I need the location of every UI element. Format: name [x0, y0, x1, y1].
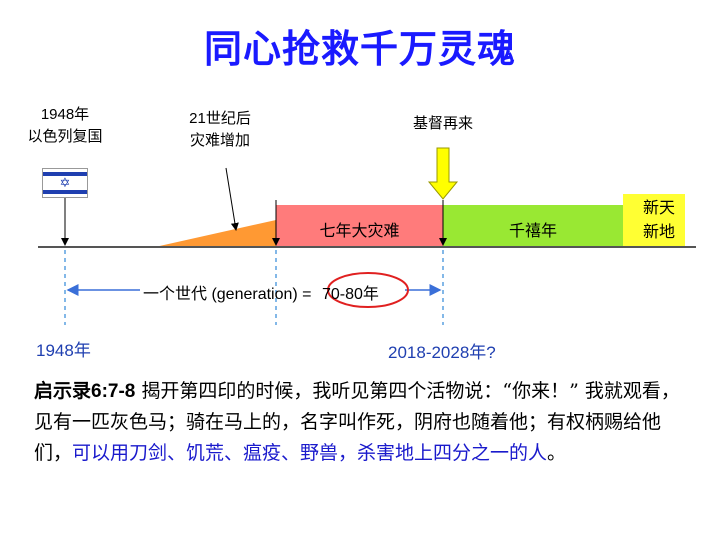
page-title: 同心抢救千万灵魂 — [203, 29, 516, 71]
second-coming-label: 基督再来 — [412, 115, 473, 132]
start-year-label: 1948年 — [36, 341, 91, 360]
scripture-reference: 启示录6:7-8 — [34, 381, 136, 402]
disaster-year: 21世纪后 — [189, 110, 251, 127]
scripture-passage: 启示录6:7-8 揭开第四印的时候，我听见第四个活物说：“你来！” 我就观看，见… — [34, 376, 694, 469]
disaster-ramp — [155, 220, 276, 247]
israel-flag: ✡ — [42, 168, 88, 198]
israel-label: 1948年 以色列复国 — [15, 104, 115, 148]
millennium-label: 千禧年 — [508, 223, 557, 240]
generation-years: 70-80年 — [321, 286, 379, 303]
disaster-label: 21世纪后 灾难增加 — [170, 108, 270, 152]
second-coming-arrow — [427, 147, 459, 200]
israel-year: 1948年 — [40, 106, 90, 123]
generation-years-circle — [327, 272, 409, 308]
new-heaven-earth-label: 新天 新地 — [623, 197, 695, 245]
new-earth: 新地 — [642, 224, 675, 241]
disaster-event: 灾难增加 — [189, 132, 250, 149]
end-year-label: 2018-2028年? — [388, 343, 496, 362]
israel-event: 以色列复国 — [27, 128, 103, 145]
generation-label: 一个世代 (generation) = 70-80年 — [143, 280, 379, 304]
scripture-text: 揭开第四印的时候，我听见第四个活物说：“你来！” 我就观看，见有一匹灰色马；骑在… — [34, 380, 680, 464]
millennium-band — [443, 205, 623, 247]
generation-text: 一个世代 (generation) = — [143, 286, 312, 303]
scripture-highlight: 可以用刀剑、饥荒、瘟疫、野兽，杀害地上四分之一的人 — [72, 442, 548, 464]
tribulation-band — [276, 205, 443, 247]
new-heaven: 新天 — [642, 200, 675, 217]
scripture-end: 。 — [547, 442, 567, 464]
tribulation-label: 七年大灾难 — [319, 223, 400, 240]
star-of-david-icon: ✡ — [59, 175, 71, 190]
new-heaven-earth-band — [623, 194, 685, 247]
